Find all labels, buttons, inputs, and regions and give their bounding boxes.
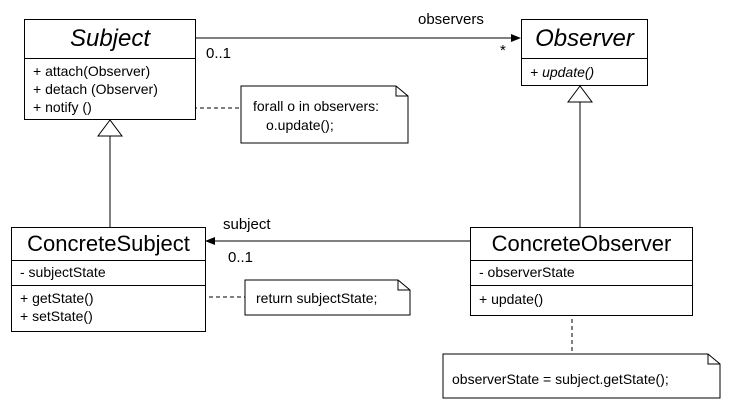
subject-target-multiplicity: 0..1 [228,249,254,266]
get-state-note [244,279,411,316]
subject-method: + detach (Observer) [33,81,158,97]
update-note [442,353,721,399]
observers-target-multiplicity: * [500,42,506,59]
concrete-observer-method: + update() [479,291,544,307]
concrete-subject-methods: + getState() + setState() [12,285,205,325]
concrete-observer-methods: + update() [471,285,692,308]
observer-method: + update() [530,64,595,80]
observer-methods: + update() [522,58,647,81]
concrete-subject-method: + setState() [20,308,93,324]
subject-role-label: subject [223,216,271,233]
notify-note-line-2: o.update(); [266,117,334,133]
notify-note [240,85,409,144]
notify-note-line-1: forall o in observers: [253,98,380,114]
subject-method: + notify () [33,99,92,115]
subject-method: + attach(Observer) [33,63,151,79]
concrete-observer-class-name: ConcreteObserver [491,231,672,256]
concrete-observer-inheritance-triangle [567,85,593,103]
concrete-subject-class-name: ConcreteSubject [27,231,190,256]
observer-class-name: Observer [535,25,634,52]
concrete-subject-attribute: - subjectState [20,264,106,280]
concrete-observer-attributes: - observerState [471,260,692,285]
get-state-note-text: return subjectState; [256,290,378,306]
concrete-subject-method: + getState() [20,290,94,306]
subject-methods: + attach(Observer) + detach (Observer) +… [25,58,195,116]
concrete-observer-attribute: - observerState [479,264,575,280]
subject-association-arrowhead [205,237,215,245]
concrete-subject-inheritance-triangle [97,119,123,137]
update-note-text: observerState = subject.getState(); [452,371,669,387]
observers-source-multiplicity: 0..1 [206,45,232,62]
subject-class[interactable]: Subject + attach(Observer) + detach (Obs… [24,19,196,120]
subject-class-name: Subject [69,25,151,52]
observer-class[interactable]: Observer + update() [521,19,648,86]
concrete-observer-class[interactable]: ConcreteObserver - observerState + updat… [470,227,693,316]
concrete-subject-attributes: - subjectState [12,260,205,285]
observers-role-label: observers [418,11,484,28]
concrete-subject-class[interactable]: ConcreteSubject - subjectState + getStat… [11,227,206,332]
observers-association-arrowhead [511,34,521,42]
